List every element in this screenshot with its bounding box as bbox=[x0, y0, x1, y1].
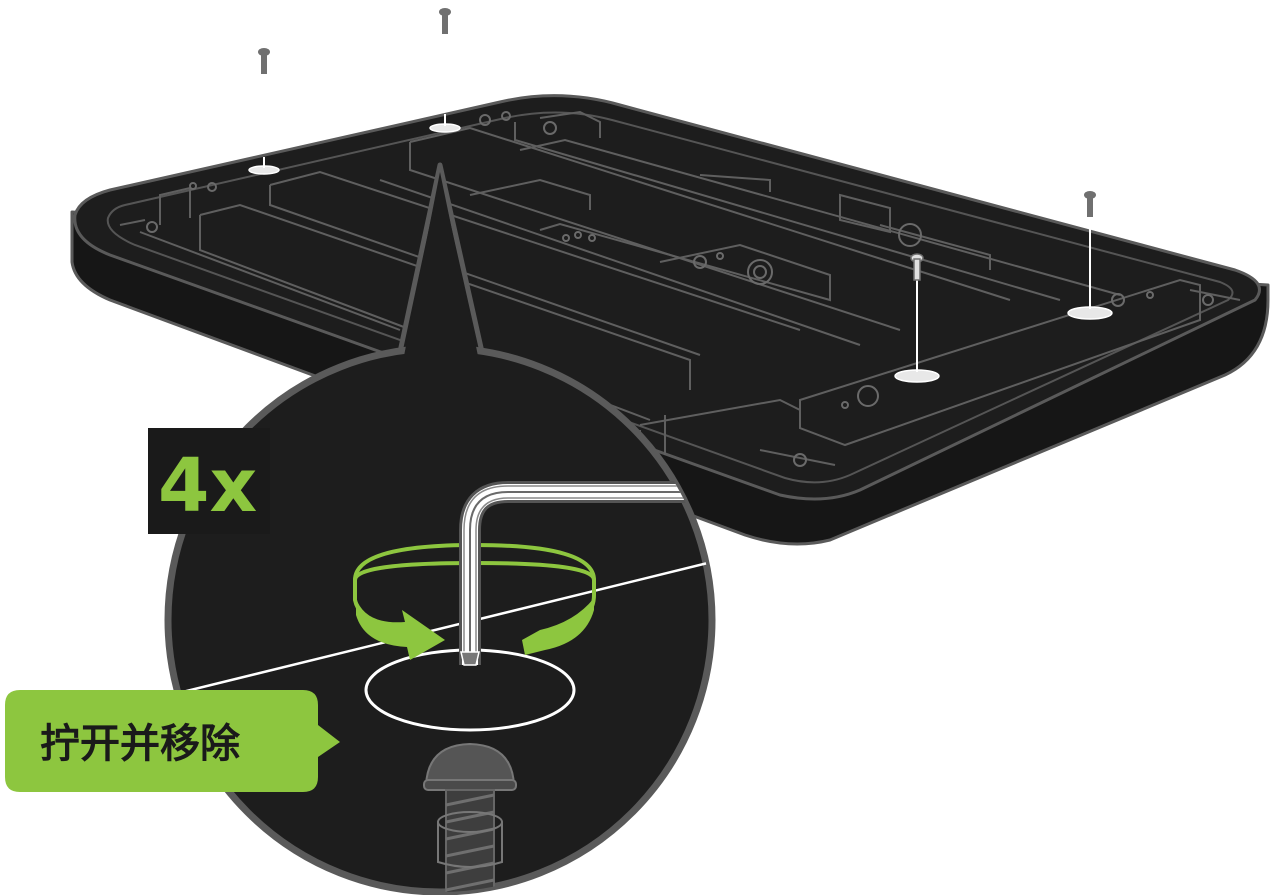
screw-icon bbox=[1084, 191, 1096, 217]
screw-icon bbox=[439, 8, 451, 34]
plate-holes bbox=[146, 111, 1214, 467]
base-plate bbox=[70, 94, 1270, 546]
allen-key-icon bbox=[459, 481, 712, 666]
count-label: 4x bbox=[158, 443, 257, 529]
removed-screws bbox=[258, 8, 1096, 281]
action-label: 拧开并移除 bbox=[40, 721, 241, 767]
count-badge: 4x bbox=[148, 428, 270, 534]
plate-ribs bbox=[119, 110, 1241, 470]
plate-top bbox=[73, 94, 1261, 501]
screw-holes bbox=[248, 123, 1113, 383]
plate-rim bbox=[106, 111, 1234, 484]
screw-icon bbox=[423, 742, 517, 892]
screw-icon bbox=[910, 253, 924, 281]
screw-icon bbox=[258, 48, 270, 74]
action-bubble: 拧开并移除 bbox=[5, 690, 340, 792]
